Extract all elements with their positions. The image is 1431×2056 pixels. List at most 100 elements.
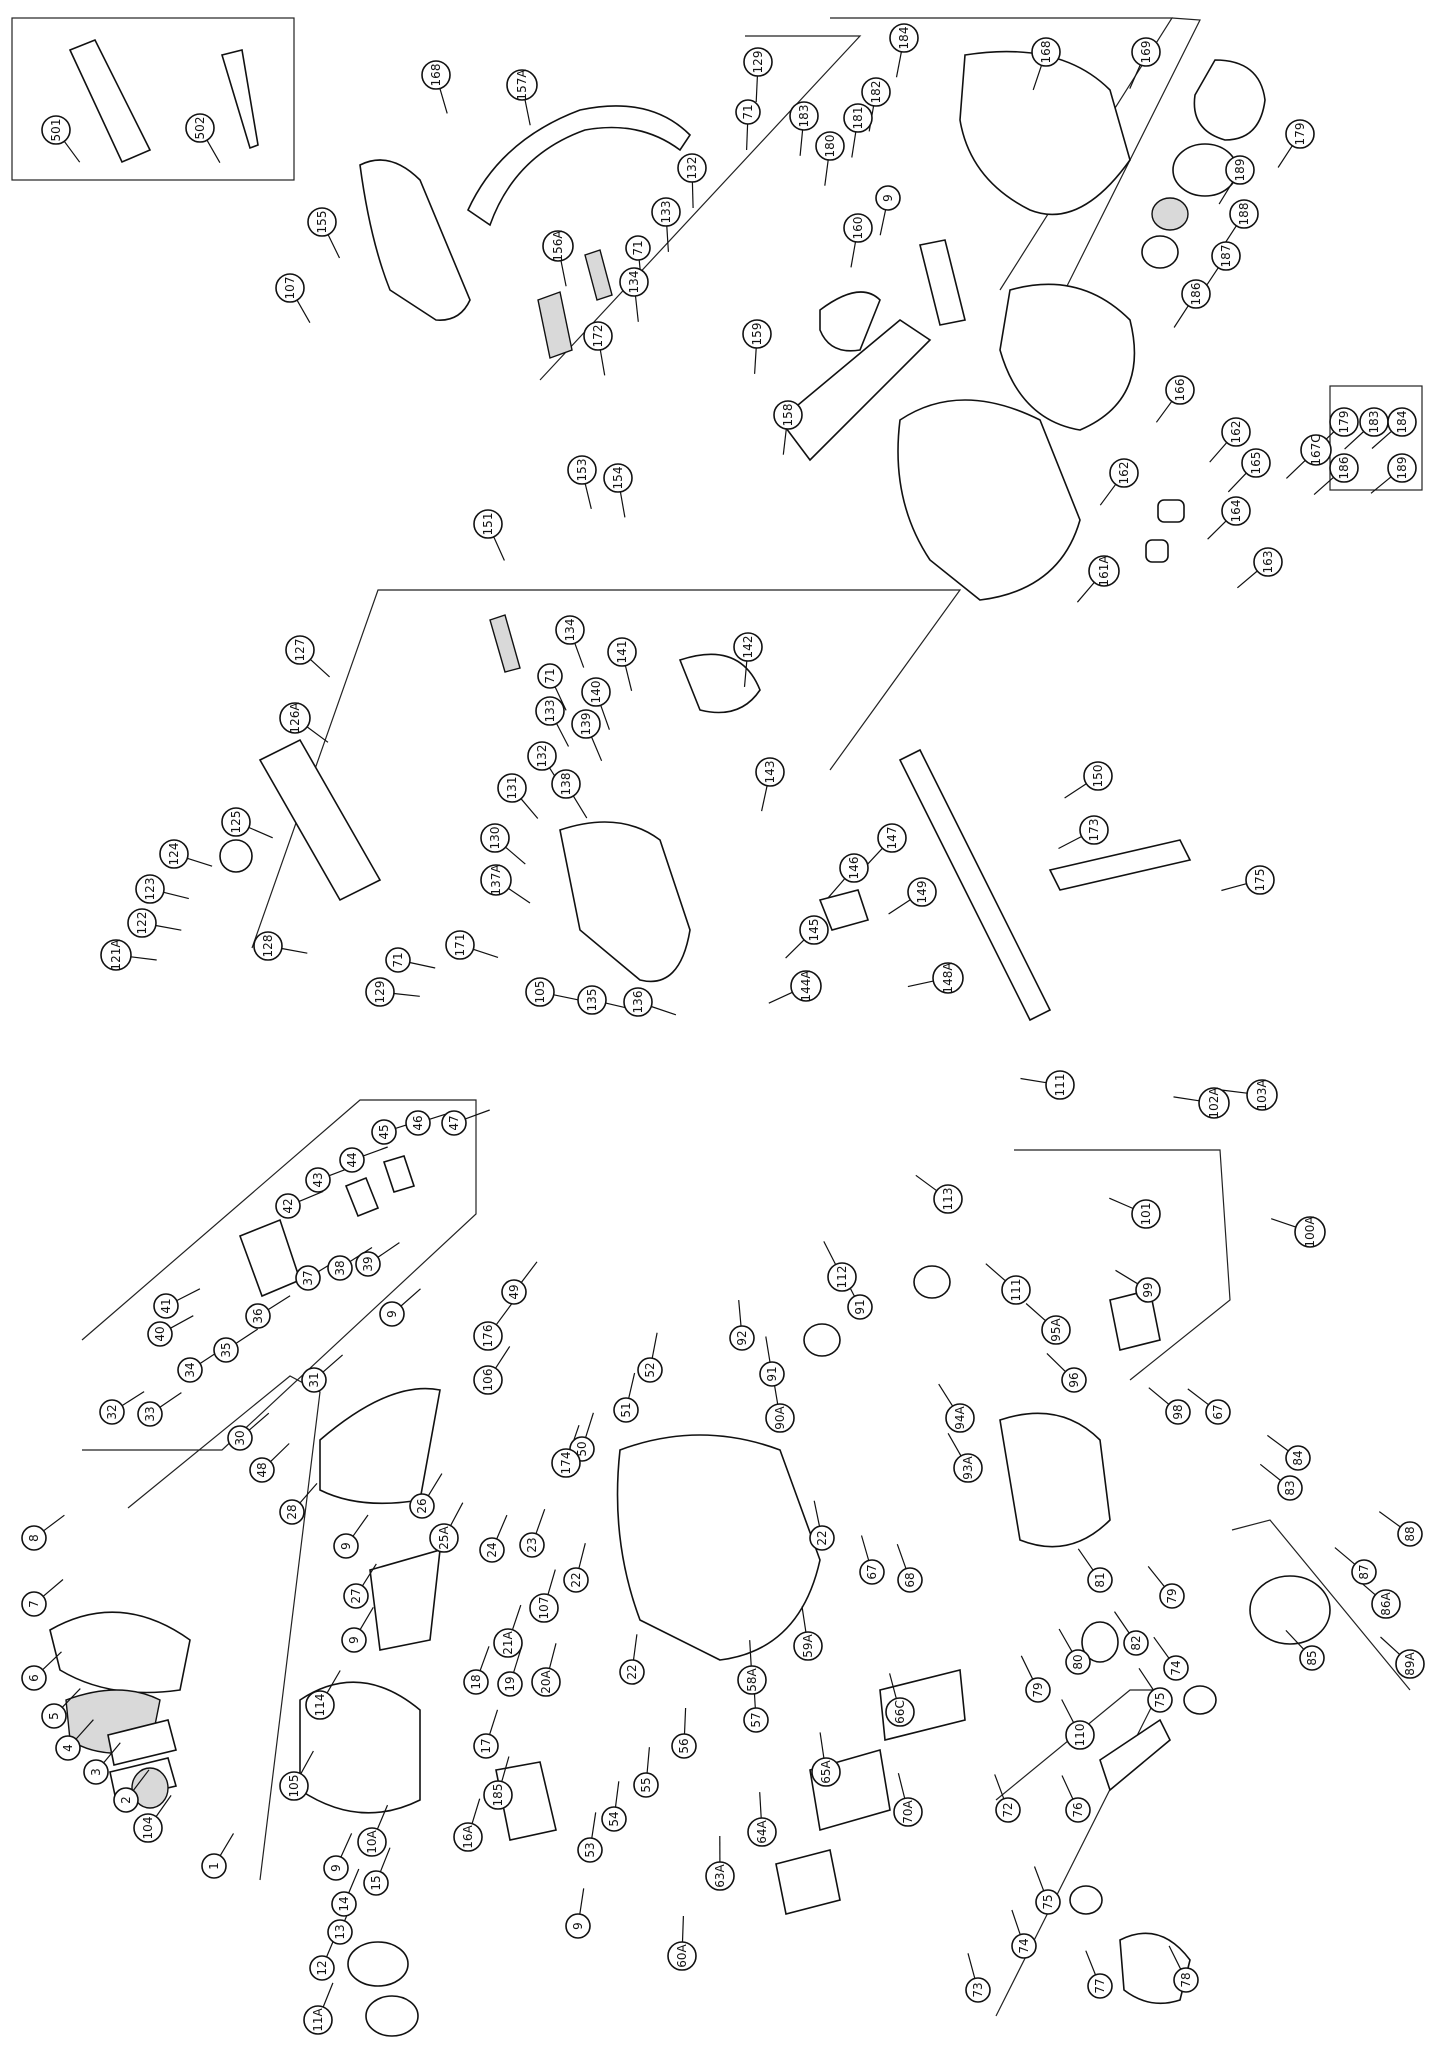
clutch-11a (365, 1995, 419, 2037)
diaphragm-45 (382, 1155, 416, 1193)
callout-17: 17 (473, 1733, 499, 1759)
callout-circle (295, 1265, 321, 1291)
callout-circle (1395, 1649, 1425, 1679)
callout-circle (651, 197, 681, 227)
callout-circle (953, 1453, 983, 1483)
leader-line (267, 1295, 291, 1311)
leader-line (1237, 570, 1258, 589)
callout-number: 123 (143, 878, 157, 901)
callout-circle (473, 1365, 503, 1395)
callout-circle (773, 400, 803, 430)
callout-189: 189 (1225, 155, 1255, 185)
callout-9: 9 (341, 1627, 367, 1653)
callout-26: 26 (409, 1493, 435, 1519)
callout-7: 7 (21, 1591, 47, 1617)
callout-66C: 66C (885, 1697, 915, 1727)
callout-127: 127 (285, 635, 315, 665)
callout-circle (1165, 1399, 1191, 1425)
callout-circle (147, 1321, 173, 1347)
gasket-44 (344, 1176, 380, 1218)
callout-number: 64A (755, 1819, 769, 1843)
callout-number: 60A (675, 1943, 689, 1967)
callout-circle (799, 915, 829, 945)
callout-circle (861, 77, 891, 107)
callout-number: 81 (1093, 1572, 1107, 1587)
callout-circle (542, 230, 574, 262)
callout-43: 43 (305, 1167, 331, 1193)
callout-number: 140 (589, 681, 603, 704)
callout-number: 92 (735, 1330, 749, 1345)
callout-number: 134 (627, 271, 641, 294)
callout-74: 74 (1011, 1933, 1037, 1959)
callout-circle (893, 1797, 923, 1827)
callout-number: 138 (559, 773, 573, 796)
callout-circle (303, 2005, 333, 2035)
callout-128: 128 (253, 931, 283, 961)
callout-30: 30 (227, 1425, 253, 1451)
callout-25A: 25A (429, 1523, 459, 1553)
callout-72: 72 (995, 1797, 1021, 1823)
leader-line (590, 736, 603, 762)
callout-circle (1245, 865, 1275, 895)
callout-number: 51 (619, 1402, 633, 1417)
callout-number: 157A (515, 69, 529, 101)
callout-circle (603, 463, 633, 493)
leader-line (584, 483, 592, 510)
callout-circle (1329, 453, 1359, 483)
callout-16A: 16A (453, 1822, 483, 1852)
callout-93A: 93A (953, 1453, 983, 1483)
callout-circle (341, 1627, 367, 1653)
leader-line (860, 1535, 870, 1561)
leader-line (827, 878, 846, 899)
callout-number: 78 (1179, 1972, 1193, 1987)
callout-number: 114 (313, 1694, 327, 1717)
callout-number: 113 (941, 1188, 955, 1211)
leader-line (1155, 400, 1173, 423)
callout-182: 182 (861, 77, 891, 107)
callout-1: 1 (201, 1853, 227, 1879)
callout-number: 130 (488, 827, 502, 850)
top-cover-28 (319, 1387, 441, 1505)
callout-166: 166 (1165, 375, 1195, 405)
callout-circle (671, 1733, 697, 1759)
leader-line (1148, 1387, 1170, 1405)
callout-102A: 102A (1198, 1087, 1230, 1119)
callout-circle (1277, 1475, 1303, 1501)
callout-circle (577, 985, 607, 1015)
callout-circle (506, 69, 538, 101)
leader-line (591, 1812, 597, 1839)
callout-number: 189 (1233, 159, 1247, 182)
leader-line (1187, 1388, 1209, 1406)
callout-number: 9 (881, 194, 895, 202)
callout-number: 179 (1293, 123, 1307, 146)
leader-line (348, 1868, 360, 1894)
leader-line (520, 1261, 538, 1283)
callout-number: 28 (285, 1504, 299, 1519)
leader-line (1099, 483, 1117, 506)
callout-number: 154 (611, 467, 625, 490)
callout-number: 121A (109, 939, 123, 971)
leader-line (159, 1392, 182, 1408)
callout-circle (1031, 37, 1061, 67)
callout-number: 82 (1129, 1635, 1143, 1650)
callout-circle (827, 1262, 857, 1292)
callout-165: 165 (1241, 448, 1271, 478)
filter-plate-5 (107, 1719, 177, 1766)
callout-number: 85 (1305, 1650, 1319, 1665)
callout-circle (445, 930, 475, 960)
callout-78: 78 (1173, 1967, 1199, 1993)
callout-circle (1371, 1589, 1401, 1619)
callout-circle (1159, 1583, 1185, 1609)
callout-88: 88 (1397, 1521, 1423, 1547)
leader-line (393, 992, 420, 997)
callout-32: 32 (99, 1399, 125, 1425)
callout-number: 112 (835, 1266, 849, 1289)
callout-135: 135 (577, 985, 607, 1015)
callout-number: 160 (851, 217, 865, 240)
callout-number: 45 (377, 1124, 391, 1139)
callout-131: 131 (497, 773, 527, 803)
callout-161A: 161A (1088, 555, 1120, 587)
callout-number: 167C (1309, 434, 1323, 465)
chain-brake-handle-125 (258, 738, 382, 902)
leader-line (1334, 1547, 1356, 1565)
